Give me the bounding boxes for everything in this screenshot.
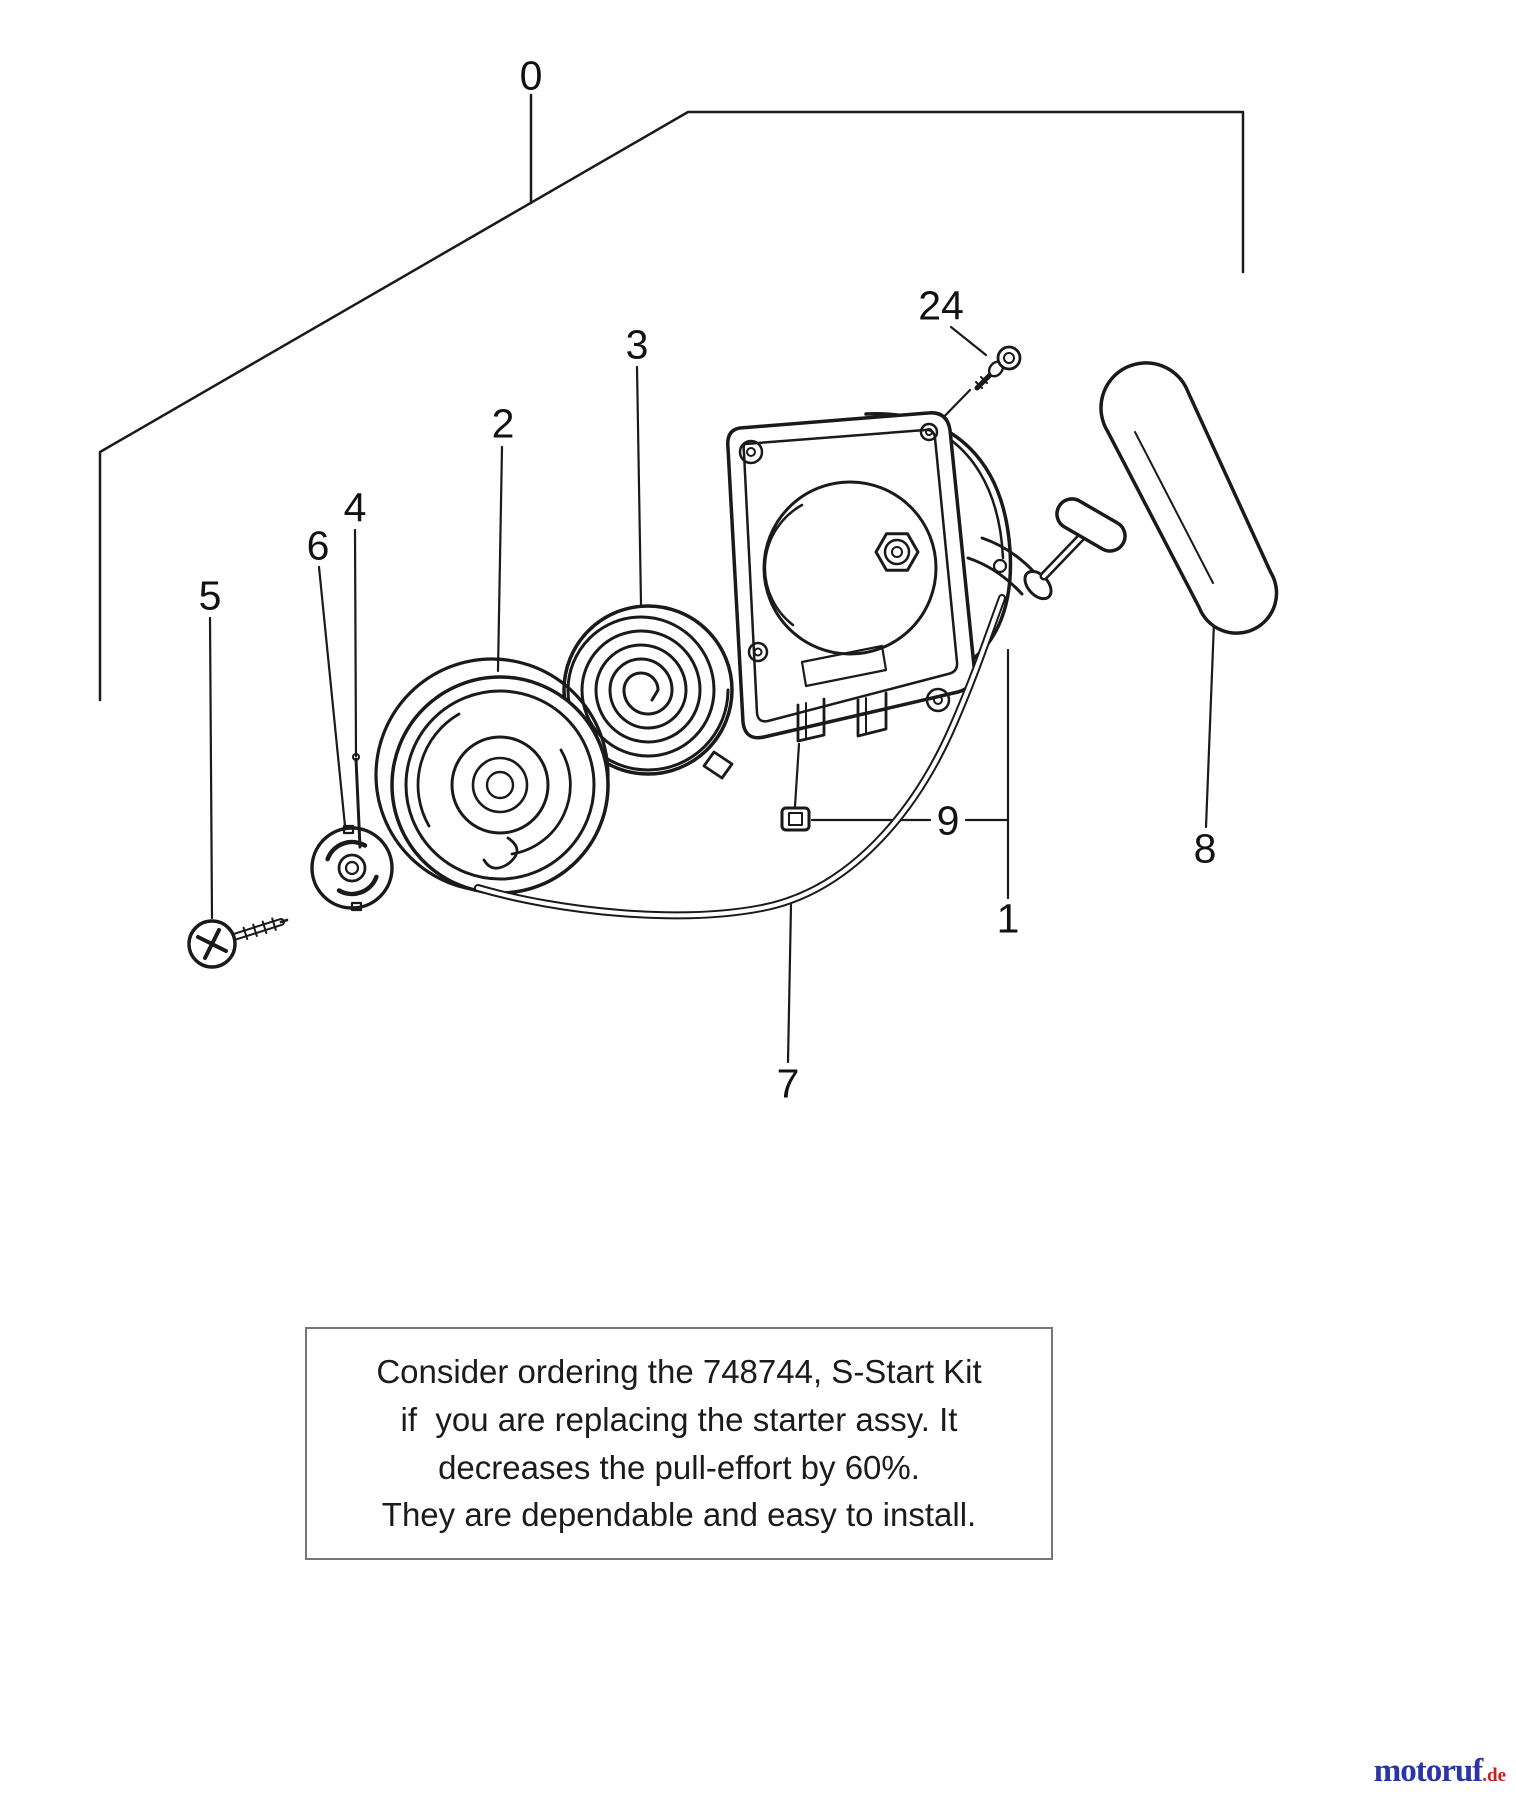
- starter-handle: [1055, 361, 1279, 635]
- note-line: if you are replacing the starter assy. I…: [400, 1400, 958, 1438]
- part-label-9: 9: [936, 797, 960, 844]
- watermark-tld-text: .de: [1482, 1765, 1506, 1786]
- set-screw-24: [974, 345, 1022, 391]
- part-label-5: 5: [198, 572, 222, 619]
- note-box: Consider ordering the 748744, S-Start Ki…: [305, 1327, 1053, 1560]
- watermark-brand-text: motoruf: [1373, 1753, 1483, 1789]
- starter-rope: [474, 594, 1006, 920]
- part-label-2: 2: [491, 400, 515, 447]
- part-label-24: 24: [918, 282, 964, 329]
- watermark-motoruf: motoruf.de: [1374, 1753, 1506, 1790]
- part-label-4: 4: [343, 484, 367, 531]
- part-label-1: 1: [996, 895, 1020, 942]
- note-line: decreases the pull-effort by 60%.: [438, 1448, 920, 1486]
- square-nut-9: [780, 806, 811, 832]
- mounting-screw: [187, 917, 289, 969]
- part-label-6: 6: [306, 522, 330, 569]
- spring-pin: [352, 753, 362, 849]
- leader-lines: [208, 325, 1216, 1064]
- part-label-8: 8: [1193, 825, 1217, 872]
- note-line: Consider ordering the 748744, S-Start Ki…: [376, 1352, 982, 1390]
- rewind-spring: [562, 604, 734, 780]
- part-label-3: 3: [625, 321, 649, 368]
- starter-pulley: [374, 657, 610, 895]
- note-line: They are dependable and easy to install.: [381, 1496, 977, 1534]
- starter-housing: [726, 411, 1013, 743]
- part-label-7: 7: [776, 1060, 800, 1107]
- assembly-bracket: [98, 93, 1245, 702]
- part-label-0: 0: [519, 52, 543, 99]
- ratchet-guide-plate: [310, 824, 394, 912]
